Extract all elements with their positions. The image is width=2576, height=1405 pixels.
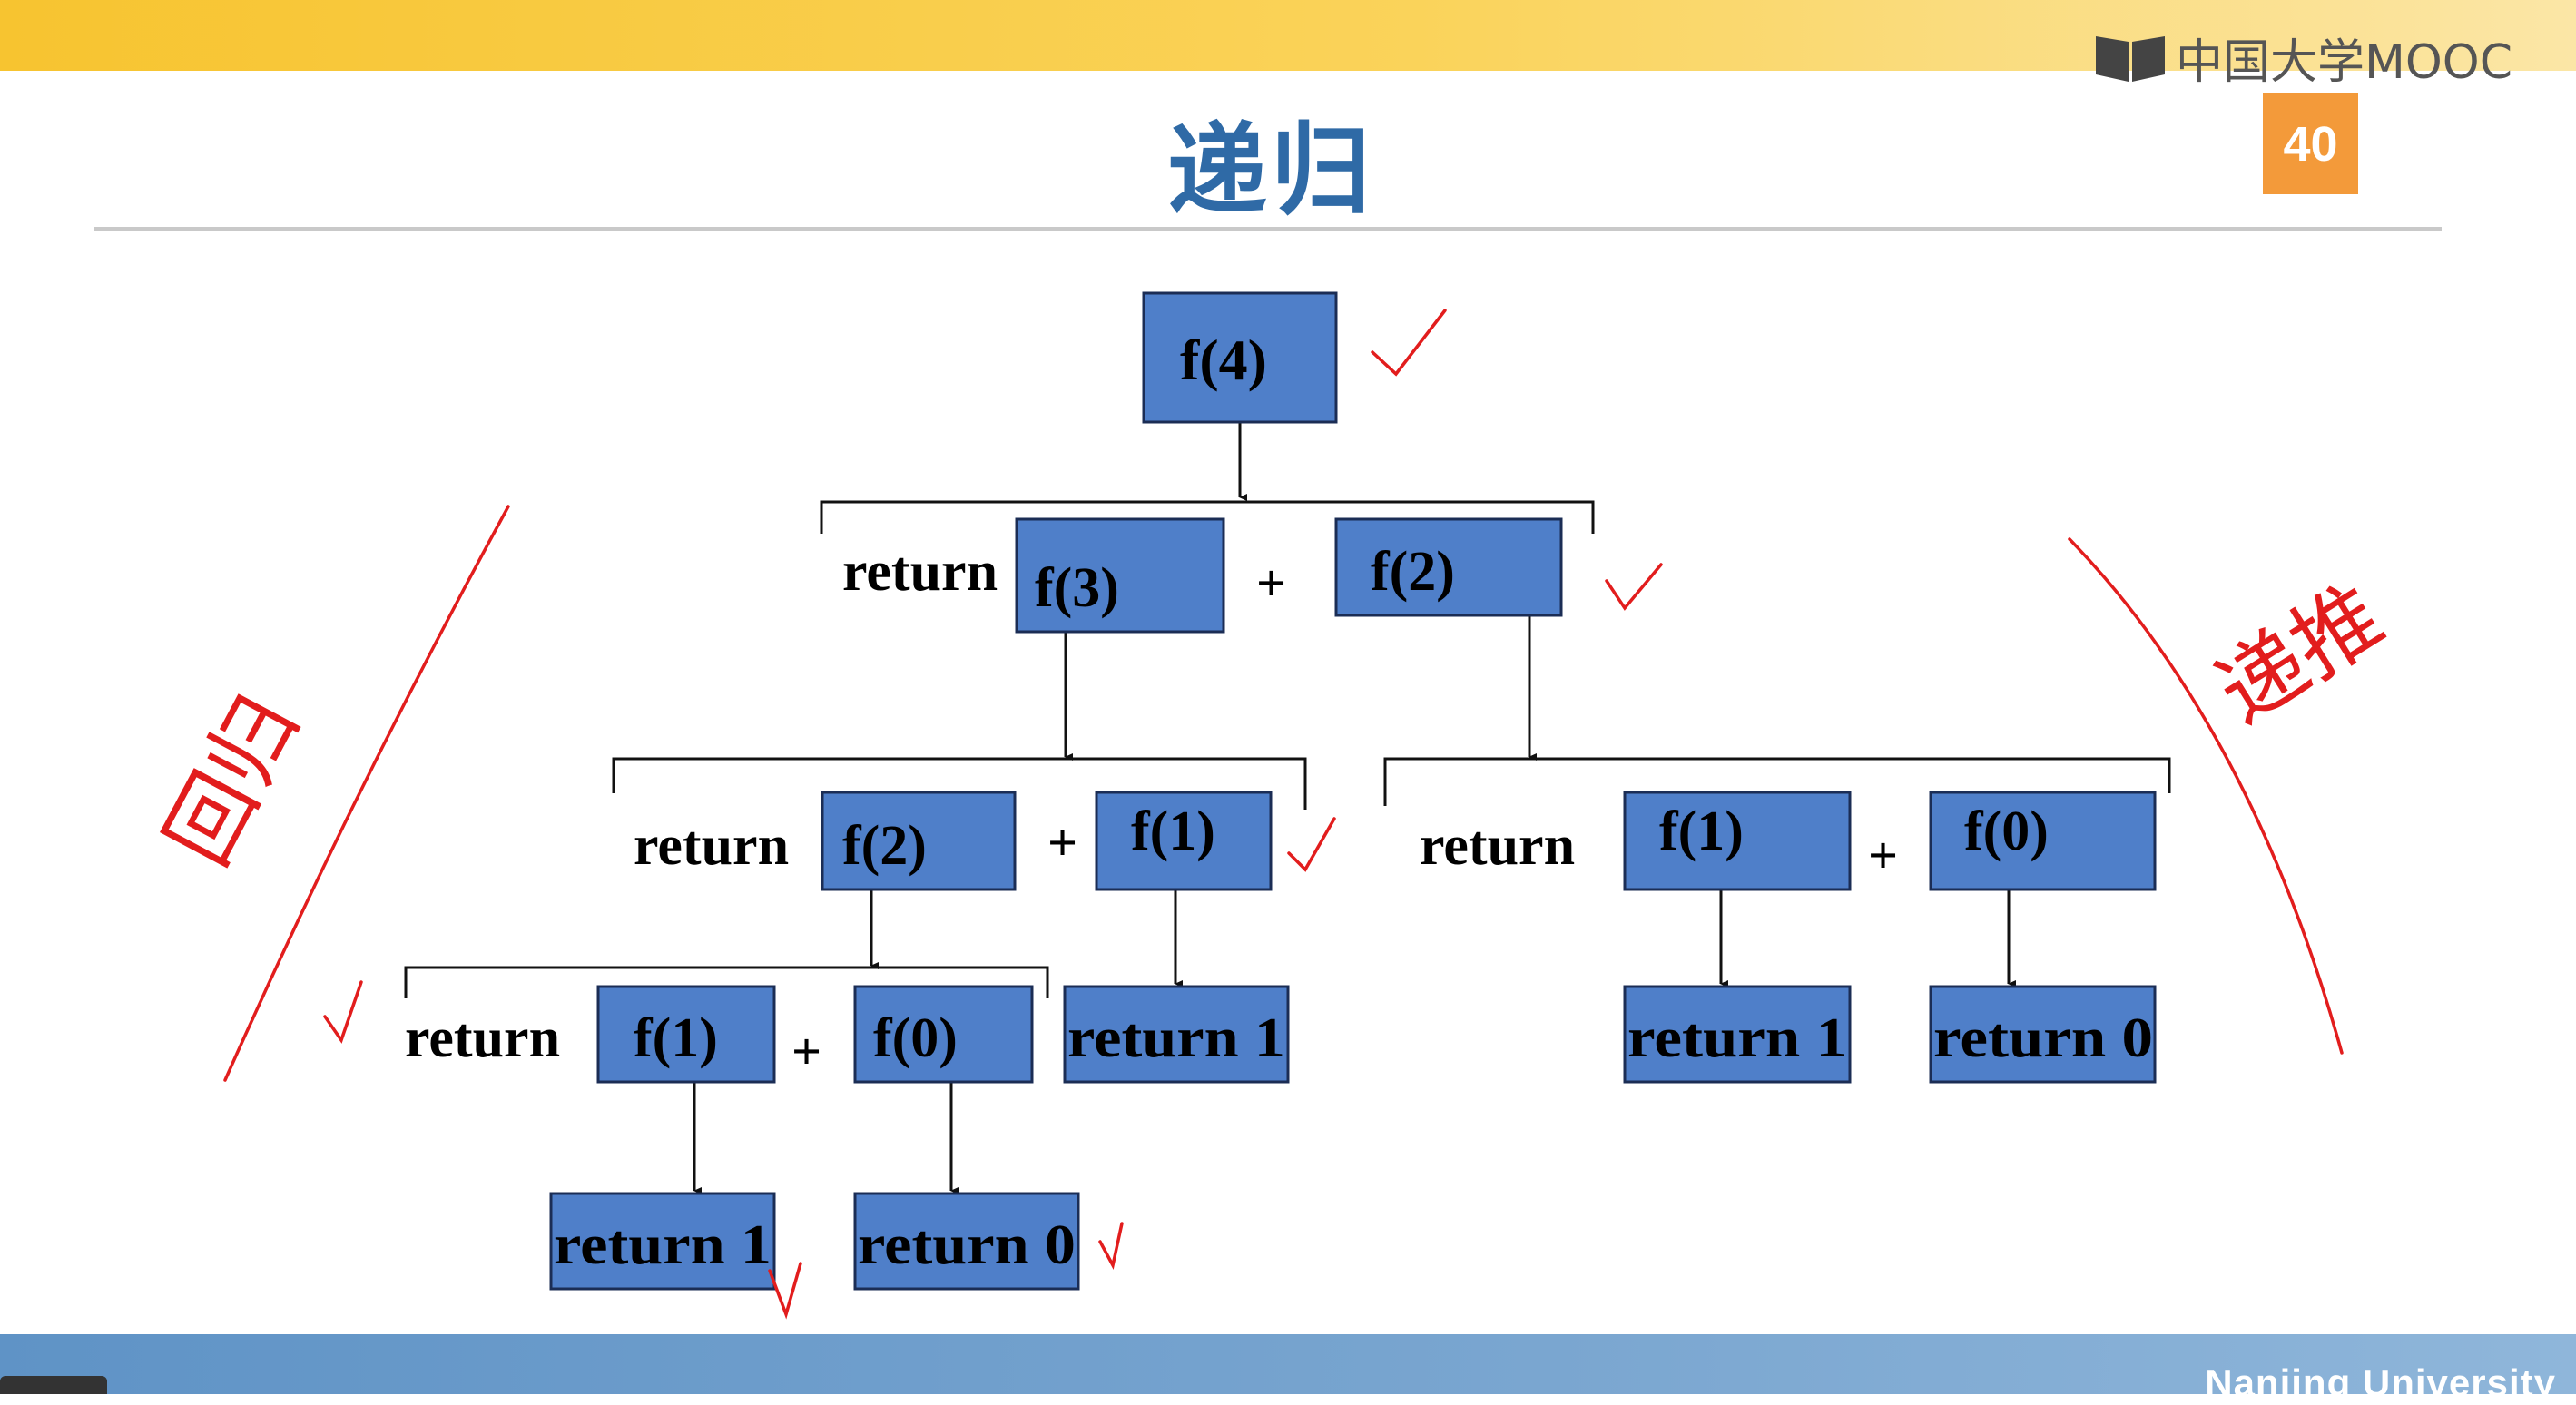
node-f1-mid-box bbox=[1095, 791, 1273, 891]
return0-bottom-label: return 0 bbox=[858, 1214, 1076, 1276]
node-f2-top-box bbox=[1334, 517, 1563, 617]
book-icon bbox=[2096, 36, 2165, 82]
bottom-band bbox=[0, 1334, 2576, 1394]
return0-right-box bbox=[1929, 985, 2157, 1084]
return-word-level-1: return bbox=[842, 541, 998, 603]
node-f0-right-box bbox=[1929, 791, 2157, 891]
connectors bbox=[693, 422, 2016, 1194]
node-f1-right-box bbox=[1623, 791, 1852, 891]
node-f2-left-label: f(2) bbox=[842, 815, 927, 877]
left-arrow-stroke bbox=[223, 505, 510, 1082]
left-handwriting: 回归 bbox=[146, 680, 318, 881]
node-f0-bottom-label: f(0) bbox=[873, 1007, 958, 1069]
plus-level-2-right: + bbox=[1868, 826, 1898, 885]
brackets bbox=[404, 500, 2171, 998]
node-f2-top-label: f(2) bbox=[1371, 541, 1455, 603]
node-f0-right-label: f(0) bbox=[1964, 801, 2049, 862]
check-mark-left bbox=[323, 980, 363, 1044]
return0-bottom-box bbox=[853, 1192, 1080, 1291]
check-mark-f1-mid bbox=[1287, 817, 1336, 872]
bracket-level-1 bbox=[820, 500, 1595, 534]
bracket-level-3 bbox=[404, 966, 1049, 998]
plus-level-3: + bbox=[791, 1022, 821, 1081]
node-f0-bottom-box bbox=[853, 985, 1034, 1084]
page-number-badge: 40 bbox=[2263, 93, 2358, 194]
node-f3-label: f(3) bbox=[1035, 557, 1119, 619]
return1-mid-label: return 1 bbox=[1067, 1007, 1285, 1069]
node-f1-bottom-label: f(1) bbox=[634, 1007, 718, 1069]
check-mark-return0-bottom bbox=[1098, 1222, 1124, 1270]
return-word-level-2-right: return bbox=[1420, 815, 1575, 877]
node-f3-box bbox=[1015, 517, 1225, 634]
mooc-logo: 中国大学MOOC bbox=[2092, 27, 2512, 90]
slide-title: 递归 bbox=[1167, 113, 1374, 229]
check-mark-f2-top bbox=[1605, 563, 1663, 611]
return-word-level-2-left: return bbox=[634, 815, 789, 877]
node-boxes bbox=[549, 291, 2157, 1291]
return1-mid-box bbox=[1063, 985, 1290, 1084]
check-mark-return1-bottom bbox=[768, 1262, 802, 1320]
check-mark-f4 bbox=[1371, 309, 1447, 377]
node-f1-mid-label: f(1) bbox=[1131, 801, 1215, 862]
bracket-level-2-left bbox=[612, 757, 1307, 810]
return-word-level-3: return bbox=[405, 1007, 560, 1069]
right-arrow-stroke bbox=[2068, 537, 2344, 1055]
right-handwriting: 递推 bbox=[2199, 565, 2401, 744]
bracket-level-2-right bbox=[1383, 757, 2171, 806]
plus-level-1: + bbox=[1256, 554, 1286, 613]
handwritten-annotations bbox=[223, 309, 2344, 1320]
return0-right-label: return 0 bbox=[1933, 1007, 2153, 1069]
return1-right-label: return 1 bbox=[1627, 1007, 1847, 1069]
return1-bottom-label: return 1 bbox=[554, 1214, 772, 1276]
node-f4-box bbox=[1142, 291, 1338, 424]
logo-text: 中国大学MOOC bbox=[2176, 34, 2513, 90]
node-f2-left-box bbox=[821, 791, 1017, 891]
title-divider bbox=[94, 227, 2442, 231]
operator-labels: return return return return + + + + bbox=[405, 541, 1898, 1081]
player-control-corner[interactable] bbox=[0, 1376, 107, 1394]
plus-level-2-left: + bbox=[1047, 813, 1077, 872]
node-labels: f(4) f(3) f(2) f(2) f(1) f(1) f(0) f(1) … bbox=[554, 328, 2153, 1276]
node-f4-label: f(4) bbox=[1180, 328, 1267, 392]
return1-right-box bbox=[1623, 985, 1852, 1084]
footer-text: Nanjing University bbox=[2205, 1361, 2556, 1404]
node-f1-bottom-box bbox=[596, 985, 776, 1084]
node-f1-right-label: f(1) bbox=[1659, 801, 1744, 862]
return1-bottom-box bbox=[549, 1192, 776, 1291]
